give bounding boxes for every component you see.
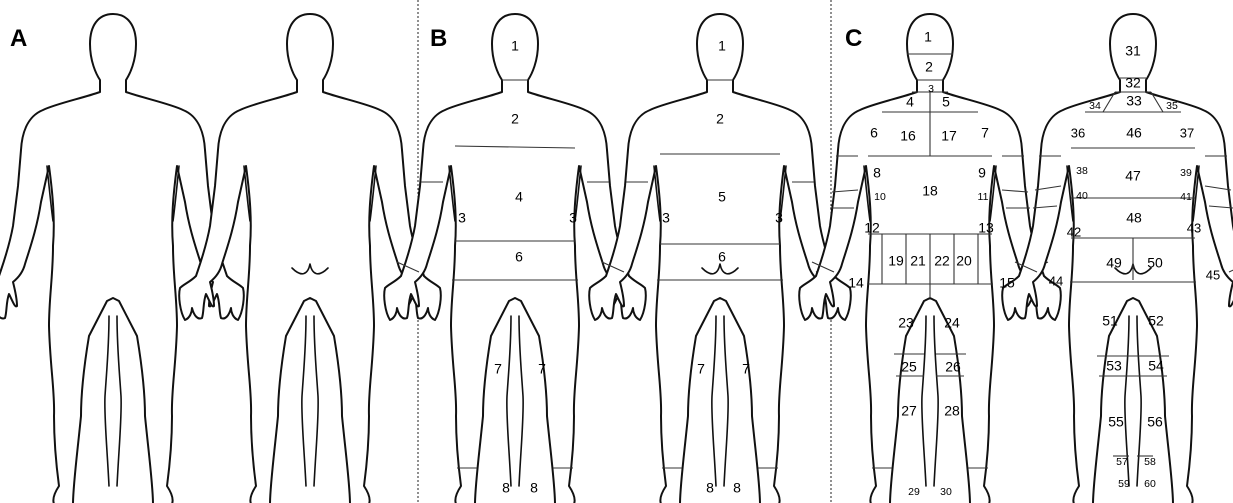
region-label: 7	[538, 361, 546, 377]
region-label: 3	[928, 83, 934, 95]
region-label: 32	[1125, 75, 1141, 91]
region-label: 11	[978, 191, 989, 203]
region-label: 54	[1148, 358, 1164, 374]
region-label: 6	[718, 249, 726, 265]
region-label: 60	[1144, 478, 1156, 490]
region-label: 36	[1071, 125, 1085, 140]
region-label: 55	[1108, 414, 1124, 430]
region-label: 57	[1116, 456, 1128, 468]
region-label: 15	[999, 275, 1015, 291]
region-label: 34	[1089, 100, 1101, 112]
region-label: 35	[1166, 100, 1178, 112]
region-label: 50	[1147, 255, 1163, 271]
region-label: 5	[942, 94, 950, 110]
region-label: 45	[1206, 267, 1220, 282]
region-label: 53	[1106, 358, 1122, 374]
region-label: 38	[1076, 165, 1088, 177]
region-label: 12	[864, 220, 880, 236]
region-label: 1	[511, 38, 519, 54]
region-label: 8	[733, 480, 741, 496]
region-label: 7	[981, 125, 989, 141]
region-label: 51	[1102, 313, 1118, 329]
region-label: 3	[662, 210, 670, 226]
region-label: 23	[898, 315, 914, 331]
region-label: 24	[944, 315, 960, 331]
region-label: 14	[848, 275, 864, 291]
region-label: 6	[870, 125, 878, 141]
region-label: 52	[1148, 313, 1164, 329]
region-label: 2	[925, 59, 933, 75]
region-label: 58	[1144, 456, 1156, 468]
region-label: 8	[873, 165, 881, 181]
region-label: 39	[1180, 167, 1192, 179]
region-label: 8	[530, 480, 538, 496]
region-label: 3	[569, 210, 577, 226]
region-label: 3	[458, 210, 466, 226]
region-label: 1	[924, 29, 932, 45]
region-label: 8	[706, 480, 714, 496]
region-label: 27	[901, 403, 917, 419]
region-label: 41	[1180, 191, 1192, 203]
region-label: 46	[1126, 125, 1142, 141]
region-label: 22	[934, 253, 950, 269]
region-label: 17	[941, 128, 957, 144]
region-label: 3	[775, 210, 783, 226]
region-label: 13	[978, 220, 994, 236]
region-label: 9	[978, 165, 986, 181]
region-label: 20	[956, 253, 972, 269]
region-label: 29	[908, 486, 920, 498]
region-label: 33	[1126, 93, 1142, 109]
region-label: 18	[922, 183, 938, 199]
region-label: 16	[900, 128, 916, 144]
region-label: 4	[515, 189, 523, 205]
region-label: 31	[1125, 43, 1141, 59]
region-label: 25	[901, 359, 917, 375]
region-label: 28	[944, 403, 960, 419]
region-label: 37	[1180, 125, 1194, 140]
panel-label-c: C	[845, 25, 862, 52]
region-label: 8	[502, 480, 510, 496]
panel-label-b: B	[430, 25, 447, 52]
region-label: 47	[1125, 168, 1141, 184]
region-label: 48	[1126, 210, 1142, 226]
region-label: 4	[906, 94, 914, 110]
region-label: 59	[1118, 478, 1130, 490]
region-label: 26	[945, 359, 961, 375]
panel-label-a: A	[10, 25, 27, 52]
region-label: 42	[1067, 224, 1081, 239]
region-label: 1	[718, 38, 726, 54]
region-label: 40	[1076, 190, 1088, 202]
region-label: 19	[888, 253, 904, 269]
panel-a-back-body	[179, 14, 441, 503]
region-label: 7	[742, 361, 750, 377]
region-label: 7	[697, 361, 705, 377]
region-label: 7	[494, 361, 502, 377]
region-label: 6	[515, 249, 523, 265]
region-label: 30	[940, 486, 952, 498]
region-label: 2	[716, 111, 724, 127]
region-label: 2	[511, 111, 519, 127]
region-label: 21	[910, 253, 926, 269]
region-label: 56	[1147, 414, 1163, 430]
region-label: 10	[874, 191, 886, 203]
region-label: 43	[1187, 220, 1201, 235]
region-label: 49	[1106, 255, 1122, 271]
region-label: 44	[1049, 273, 1063, 288]
region-label: 5	[718, 189, 726, 205]
